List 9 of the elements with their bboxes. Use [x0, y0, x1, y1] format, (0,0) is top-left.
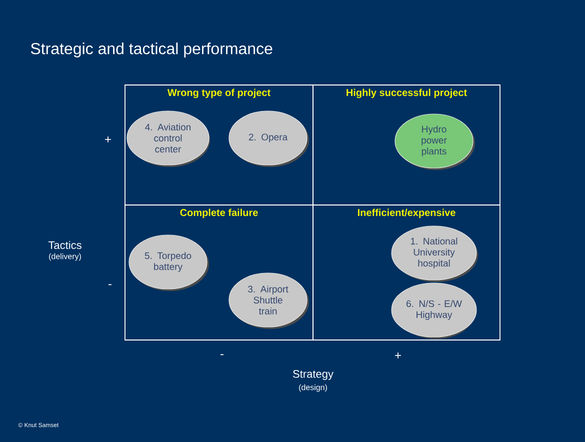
- axis-title: Strategy: [293, 370, 334, 380]
- axis-sign: +: [105, 136, 111, 142]
- axis-sign: +: [395, 352, 401, 358]
- axis-title: Tactics: [48, 240, 82, 250]
- axis-sign: -: [220, 354, 224, 356]
- axis-subtitle: (design): [299, 384, 327, 392]
- axis-subtitle: (delivery): [49, 253, 81, 261]
- axis-sign: -: [108, 284, 112, 286]
- slide-title: Strategic and tactical performance: [30, 42, 272, 58]
